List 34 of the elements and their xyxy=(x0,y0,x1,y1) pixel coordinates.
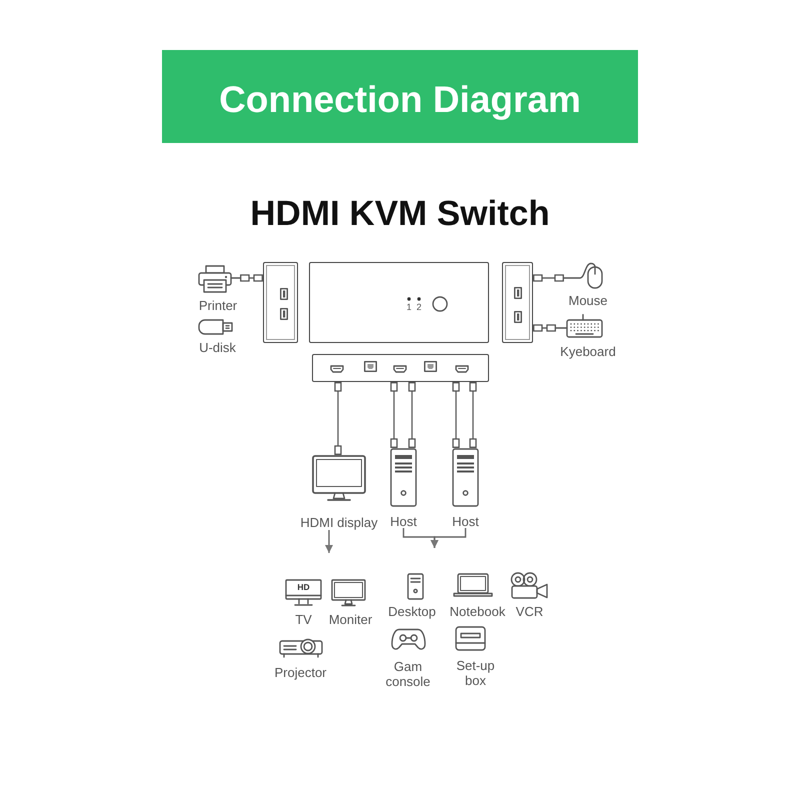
device-label: Notebook xyxy=(450,604,506,619)
side-panel xyxy=(263,262,298,343)
device-label: Projector xyxy=(274,665,327,680)
device-label: VCR xyxy=(516,604,544,619)
device-label: Mouse xyxy=(568,293,608,308)
cable xyxy=(390,382,398,448)
side-panel xyxy=(502,262,533,343)
device-label: HDMI display xyxy=(300,516,378,530)
device-label: U-disk xyxy=(199,340,236,355)
heading: HDMI KVM Switch xyxy=(250,194,550,234)
cable xyxy=(533,274,564,282)
device-label: Desktop xyxy=(388,604,436,619)
device-label: Kyeboard xyxy=(560,344,616,359)
led-number: 1 xyxy=(406,302,412,312)
arrow xyxy=(325,530,333,553)
arrow xyxy=(430,528,466,548)
led-number: 2 xyxy=(416,302,422,312)
cable xyxy=(452,382,460,448)
device-label: TV xyxy=(295,612,312,627)
cable xyxy=(408,382,416,448)
device-label: Printer xyxy=(198,298,238,313)
rear-panel xyxy=(312,354,489,382)
cable xyxy=(533,324,556,332)
cable xyxy=(334,382,342,455)
device-label: Set-up box xyxy=(455,658,496,688)
device-label: Host xyxy=(390,516,417,528)
cable xyxy=(240,274,263,282)
device-label: Moniter xyxy=(328,612,372,627)
device-label: Host xyxy=(452,516,479,528)
device-label: Gam console xyxy=(384,659,432,689)
title: Connection Diagram xyxy=(219,79,581,121)
screen-label: HD xyxy=(297,583,310,592)
front-panel xyxy=(309,262,489,343)
cable xyxy=(469,382,477,448)
